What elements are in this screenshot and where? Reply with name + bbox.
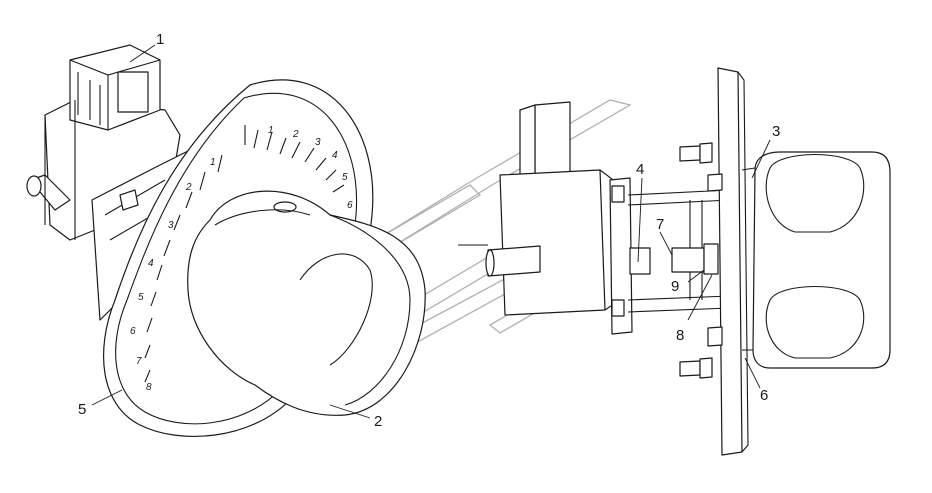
dial-tick-marks: [144, 125, 345, 383]
callout-8: 8: [676, 327, 684, 344]
callout-6: 6: [760, 387, 768, 404]
svg-text:2: 2: [292, 129, 299, 140]
callout-5: 5: [78, 401, 86, 418]
svg-text:1: 1: [210, 157, 216, 168]
svg-text:3: 3: [168, 220, 174, 231]
switch-housing: [458, 101, 621, 316]
svg-text:7: 7: [136, 356, 142, 367]
connector-block: [26, 44, 181, 241]
flange-plate: [717, 67, 749, 456]
callout-4: 4: [636, 161, 644, 178]
callout-7: 7: [656, 216, 664, 233]
svg-text:4: 4: [332, 150, 338, 161]
callout-9: 9: [671, 278, 679, 295]
svg-text:6: 6: [130, 326, 136, 337]
svg-text:1: 1: [268, 125, 274, 136]
mounting-studs: [679, 142, 723, 379]
svg-text:4: 4: [148, 258, 154, 269]
svg-text:5: 5: [342, 172, 348, 183]
dial-scale-labels: 1 2 3 4 5 6 1 2 3 4 5 6 7 8: [130, 125, 353, 393]
svg-text:8: 8: [146, 382, 152, 393]
mounting-plate: [609, 177, 731, 335]
callout-labels: 1 2 3 4 5 6 7 8 9: [78, 31, 780, 430]
svg-text:3: 3: [315, 137, 321, 148]
lamp-cap: [741, 151, 891, 369]
callout-1: 1: [156, 31, 164, 48]
callout-3: 3: [772, 123, 780, 140]
callout-2: 2: [374, 413, 382, 430]
rotary-knob: [187, 190, 426, 416]
svg-text:5: 5: [138, 292, 144, 303]
svg-text:2: 2: [185, 182, 192, 193]
callout-leaders: [91, 44, 771, 419]
svg-text:6: 6: [347, 200, 353, 211]
